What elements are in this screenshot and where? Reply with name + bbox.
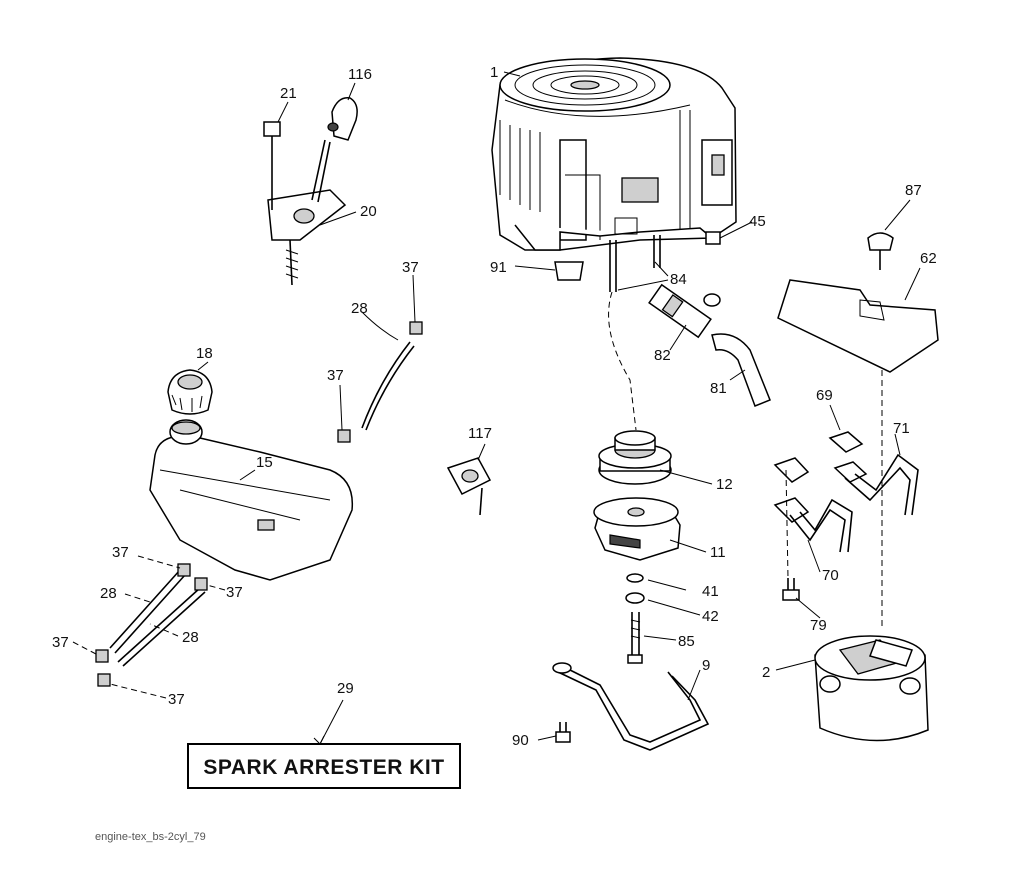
callout-81: 81 bbox=[710, 380, 727, 397]
callout-87: 87 bbox=[905, 182, 922, 199]
callout-15: 15 bbox=[256, 454, 273, 471]
callout-117: 117 bbox=[468, 425, 492, 442]
callout-85: 85 bbox=[678, 633, 695, 650]
alignment-lines bbox=[608, 291, 883, 630]
callout-1: 1 bbox=[490, 64, 498, 81]
throttle-control bbox=[263, 97, 358, 286]
callout-70: 70 bbox=[822, 567, 839, 584]
leader-lines bbox=[72, 71, 921, 745]
callout-79: 79 bbox=[810, 617, 827, 634]
callout-37-e: 37 bbox=[52, 634, 69, 651]
callout-29: 29 bbox=[337, 680, 354, 697]
callout-41: 41 bbox=[702, 583, 719, 600]
spark-arrester-kit-box bbox=[187, 743, 461, 789]
callout-62: 62 bbox=[920, 250, 937, 267]
callout-84: 84 bbox=[670, 271, 687, 288]
callout-82: 82 bbox=[654, 347, 671, 364]
spark-arrester-kit-label: SPARK ARRESTER KIT bbox=[203, 756, 444, 779]
muffler-bracket bbox=[552, 662, 710, 751]
callout-21: 21 bbox=[280, 85, 297, 102]
exhaust-pipes bbox=[773, 431, 919, 601]
callout-45: 45 bbox=[749, 213, 766, 230]
fuel-tank bbox=[149, 369, 354, 581]
callout-11: 11 bbox=[710, 544, 726, 561]
callout-labels: 1 116 21 20 45 87 62 91 84 37 28 82 18 3… bbox=[52, 64, 937, 749]
callout-90: 90 bbox=[512, 732, 529, 749]
fuel-lines bbox=[95, 321, 423, 687]
callout-18: 18 bbox=[196, 345, 213, 362]
callout-37-c: 37 bbox=[112, 544, 129, 561]
callout-28-b: 28 bbox=[100, 585, 117, 602]
pulley-clutch bbox=[593, 430, 681, 664]
heat-shield bbox=[777, 232, 939, 373]
engine-assembly bbox=[491, 57, 737, 251]
callout-42: 42 bbox=[702, 608, 719, 625]
callout-37-b: 37 bbox=[327, 367, 344, 384]
fuel-shutoff-valve bbox=[446, 457, 492, 516]
callout-28-a: 28 bbox=[351, 300, 368, 317]
callout-2: 2 bbox=[762, 664, 770, 681]
callout-9: 9 bbox=[702, 657, 710, 674]
callout-37-f: 37 bbox=[168, 691, 185, 708]
callout-71: 71 bbox=[893, 420, 910, 437]
callout-37-a: 37 bbox=[402, 259, 419, 276]
callout-28-c: 28 bbox=[182, 629, 199, 646]
diagram-footer-code: engine-tex_bs-2cyl_79 bbox=[95, 831, 206, 843]
muffler bbox=[814, 635, 929, 742]
callout-37-d: 37 bbox=[226, 584, 243, 601]
fuel-filter bbox=[648, 283, 771, 407]
callout-12: 12 bbox=[716, 476, 733, 493]
callout-20: 20 bbox=[360, 203, 377, 220]
callout-69: 69 bbox=[816, 387, 833, 404]
engine-hardware bbox=[554, 231, 721, 292]
callout-91: 91 bbox=[490, 259, 507, 276]
callout-116: 116 bbox=[348, 66, 372, 83]
